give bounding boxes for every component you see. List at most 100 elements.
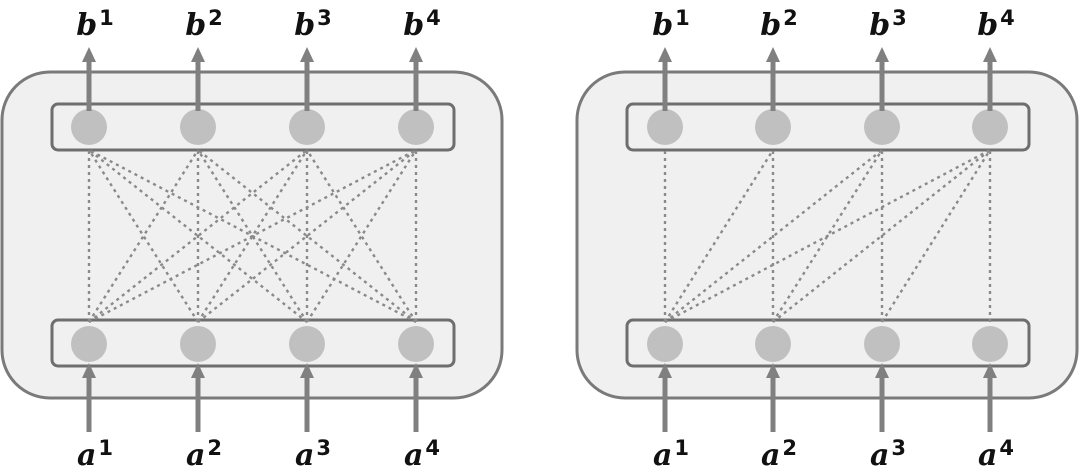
output-row-box: [625, 102, 1031, 152]
output-node-3: [864, 109, 900, 145]
output-node-1: [647, 109, 683, 145]
connection-a2-b4: [197, 149, 417, 323]
output-arrowhead-4: [983, 47, 997, 62]
output-node-3: [289, 109, 325, 145]
connection-a3-b4: [305, 149, 418, 323]
connection-a1-b3: [88, 149, 308, 323]
input-label-a1-superscript: 1: [674, 436, 689, 460]
output-label-b4-base: b: [977, 8, 998, 43]
input-label-a4-base: a: [404, 438, 423, 473]
input-arrowhead-4: [409, 363, 423, 378]
output-arrowhead-1: [82, 47, 96, 62]
input-label-a1: a1: [653, 436, 689, 473]
input-node-4: [398, 326, 434, 362]
input-label-a4-superscript: 4: [425, 436, 440, 460]
connection-lines: [663, 148, 992, 324]
input-label-a2: a2: [761, 436, 797, 473]
input-node-1: [647, 326, 683, 362]
input-label-a3-superscript: 3: [891, 436, 906, 460]
input-node-3: [864, 326, 900, 362]
input-label-a3: a3: [295, 436, 331, 473]
input-arrowhead-4: [983, 363, 997, 378]
node-layer: [71, 109, 434, 362]
connection-a1-b2: [87, 149, 200, 323]
output-label-b2-superscript: 2: [783, 6, 798, 30]
output-label-b2-base: b: [760, 8, 781, 43]
connection-a1-b2: [663, 149, 775, 323]
output-arrowhead-2: [191, 47, 205, 62]
input-node-4: [972, 326, 1008, 362]
input-label-a1-base: a: [77, 438, 96, 473]
input-node-2: [180, 326, 216, 362]
output-label-b2: b2: [760, 6, 798, 43]
output-label-b3-superscript: 3: [317, 6, 332, 30]
output-label-b2: b2: [185, 6, 223, 43]
input-node-2: [755, 326, 791, 362]
output-label-b1: b1: [652, 6, 690, 43]
output-node-4: [972, 109, 1008, 145]
output-label-b1-superscript: 1: [675, 6, 690, 30]
output-node-2: [180, 109, 216, 145]
output-label-b1-base: b: [652, 8, 673, 43]
input-label-a3-superscript: 3: [316, 436, 331, 460]
input-arrowhead-3: [875, 363, 889, 378]
input-arrowhead-2: [191, 363, 205, 378]
input-label-a1-superscript: 1: [98, 436, 113, 460]
output-label-b4-base: b: [403, 8, 424, 43]
connection-a1-b4: [664, 148, 991, 324]
connection-a4-b3: [305, 149, 418, 323]
input-label-a2-superscript: 2: [782, 436, 797, 460]
output-label-b3: b3: [294, 6, 332, 43]
input-label-a4: a4: [404, 436, 440, 473]
connection-a2-b3: [771, 149, 884, 323]
connection-a3-b2: [196, 149, 309, 323]
output-arrowhead-4: [409, 47, 423, 62]
output-arrowhead-1: [658, 47, 672, 62]
input-row-box: [625, 318, 1031, 368]
input-label-a1-base: a: [653, 438, 672, 473]
output-label-b4-superscript: 4: [1000, 6, 1015, 30]
output-label-b1: b1: [76, 6, 114, 43]
node-layer: [647, 109, 1008, 362]
input-label-a2: a2: [186, 436, 222, 473]
input-arrowhead-1: [82, 363, 96, 378]
output-arrowhead-3: [875, 47, 889, 62]
output-arrowhead-2: [766, 47, 780, 62]
output-label-b3-superscript: 3: [892, 6, 907, 30]
output-label-b4-superscript: 4: [426, 6, 441, 30]
input-label-a3-base: a: [870, 438, 889, 473]
output-label-b2-superscript: 2: [208, 6, 223, 30]
input-label-a2-superscript: 2: [207, 436, 222, 460]
input-label-a4: a4: [978, 436, 1014, 473]
output-row-box: [50, 102, 456, 152]
output-label-b3-base: b: [294, 8, 315, 43]
connection-a2-b1: [87, 149, 200, 323]
input-node-1: [71, 326, 107, 362]
output-arrowhead-3: [300, 47, 314, 62]
input-arrowhead-1: [658, 363, 672, 378]
connection-a3-b4: [880, 149, 992, 323]
input-arrowhead-3: [300, 363, 314, 378]
input-label-a4-superscript: 4: [999, 436, 1014, 460]
arrow-layer: [658, 47, 997, 432]
input-label-a4-base: a: [978, 438, 997, 473]
output-label-b1-superscript: 1: [99, 6, 114, 30]
connection-lines: [87, 148, 418, 324]
input-label-a2-base: a: [761, 438, 780, 473]
output-label-b4: b4: [403, 6, 441, 43]
input-label-a1: a1: [77, 436, 113, 473]
arrow-layer: [82, 47, 423, 432]
output-label-b4: b4: [977, 6, 1015, 43]
connection-a4-b2: [197, 149, 417, 323]
input-row-box: [50, 318, 456, 368]
output-node-1: [71, 109, 107, 145]
output-label-b3-base: b: [869, 8, 890, 43]
connection-a4-b1: [88, 148, 417, 324]
connection-a3-b1: [88, 149, 308, 323]
output-node-4: [398, 109, 434, 145]
